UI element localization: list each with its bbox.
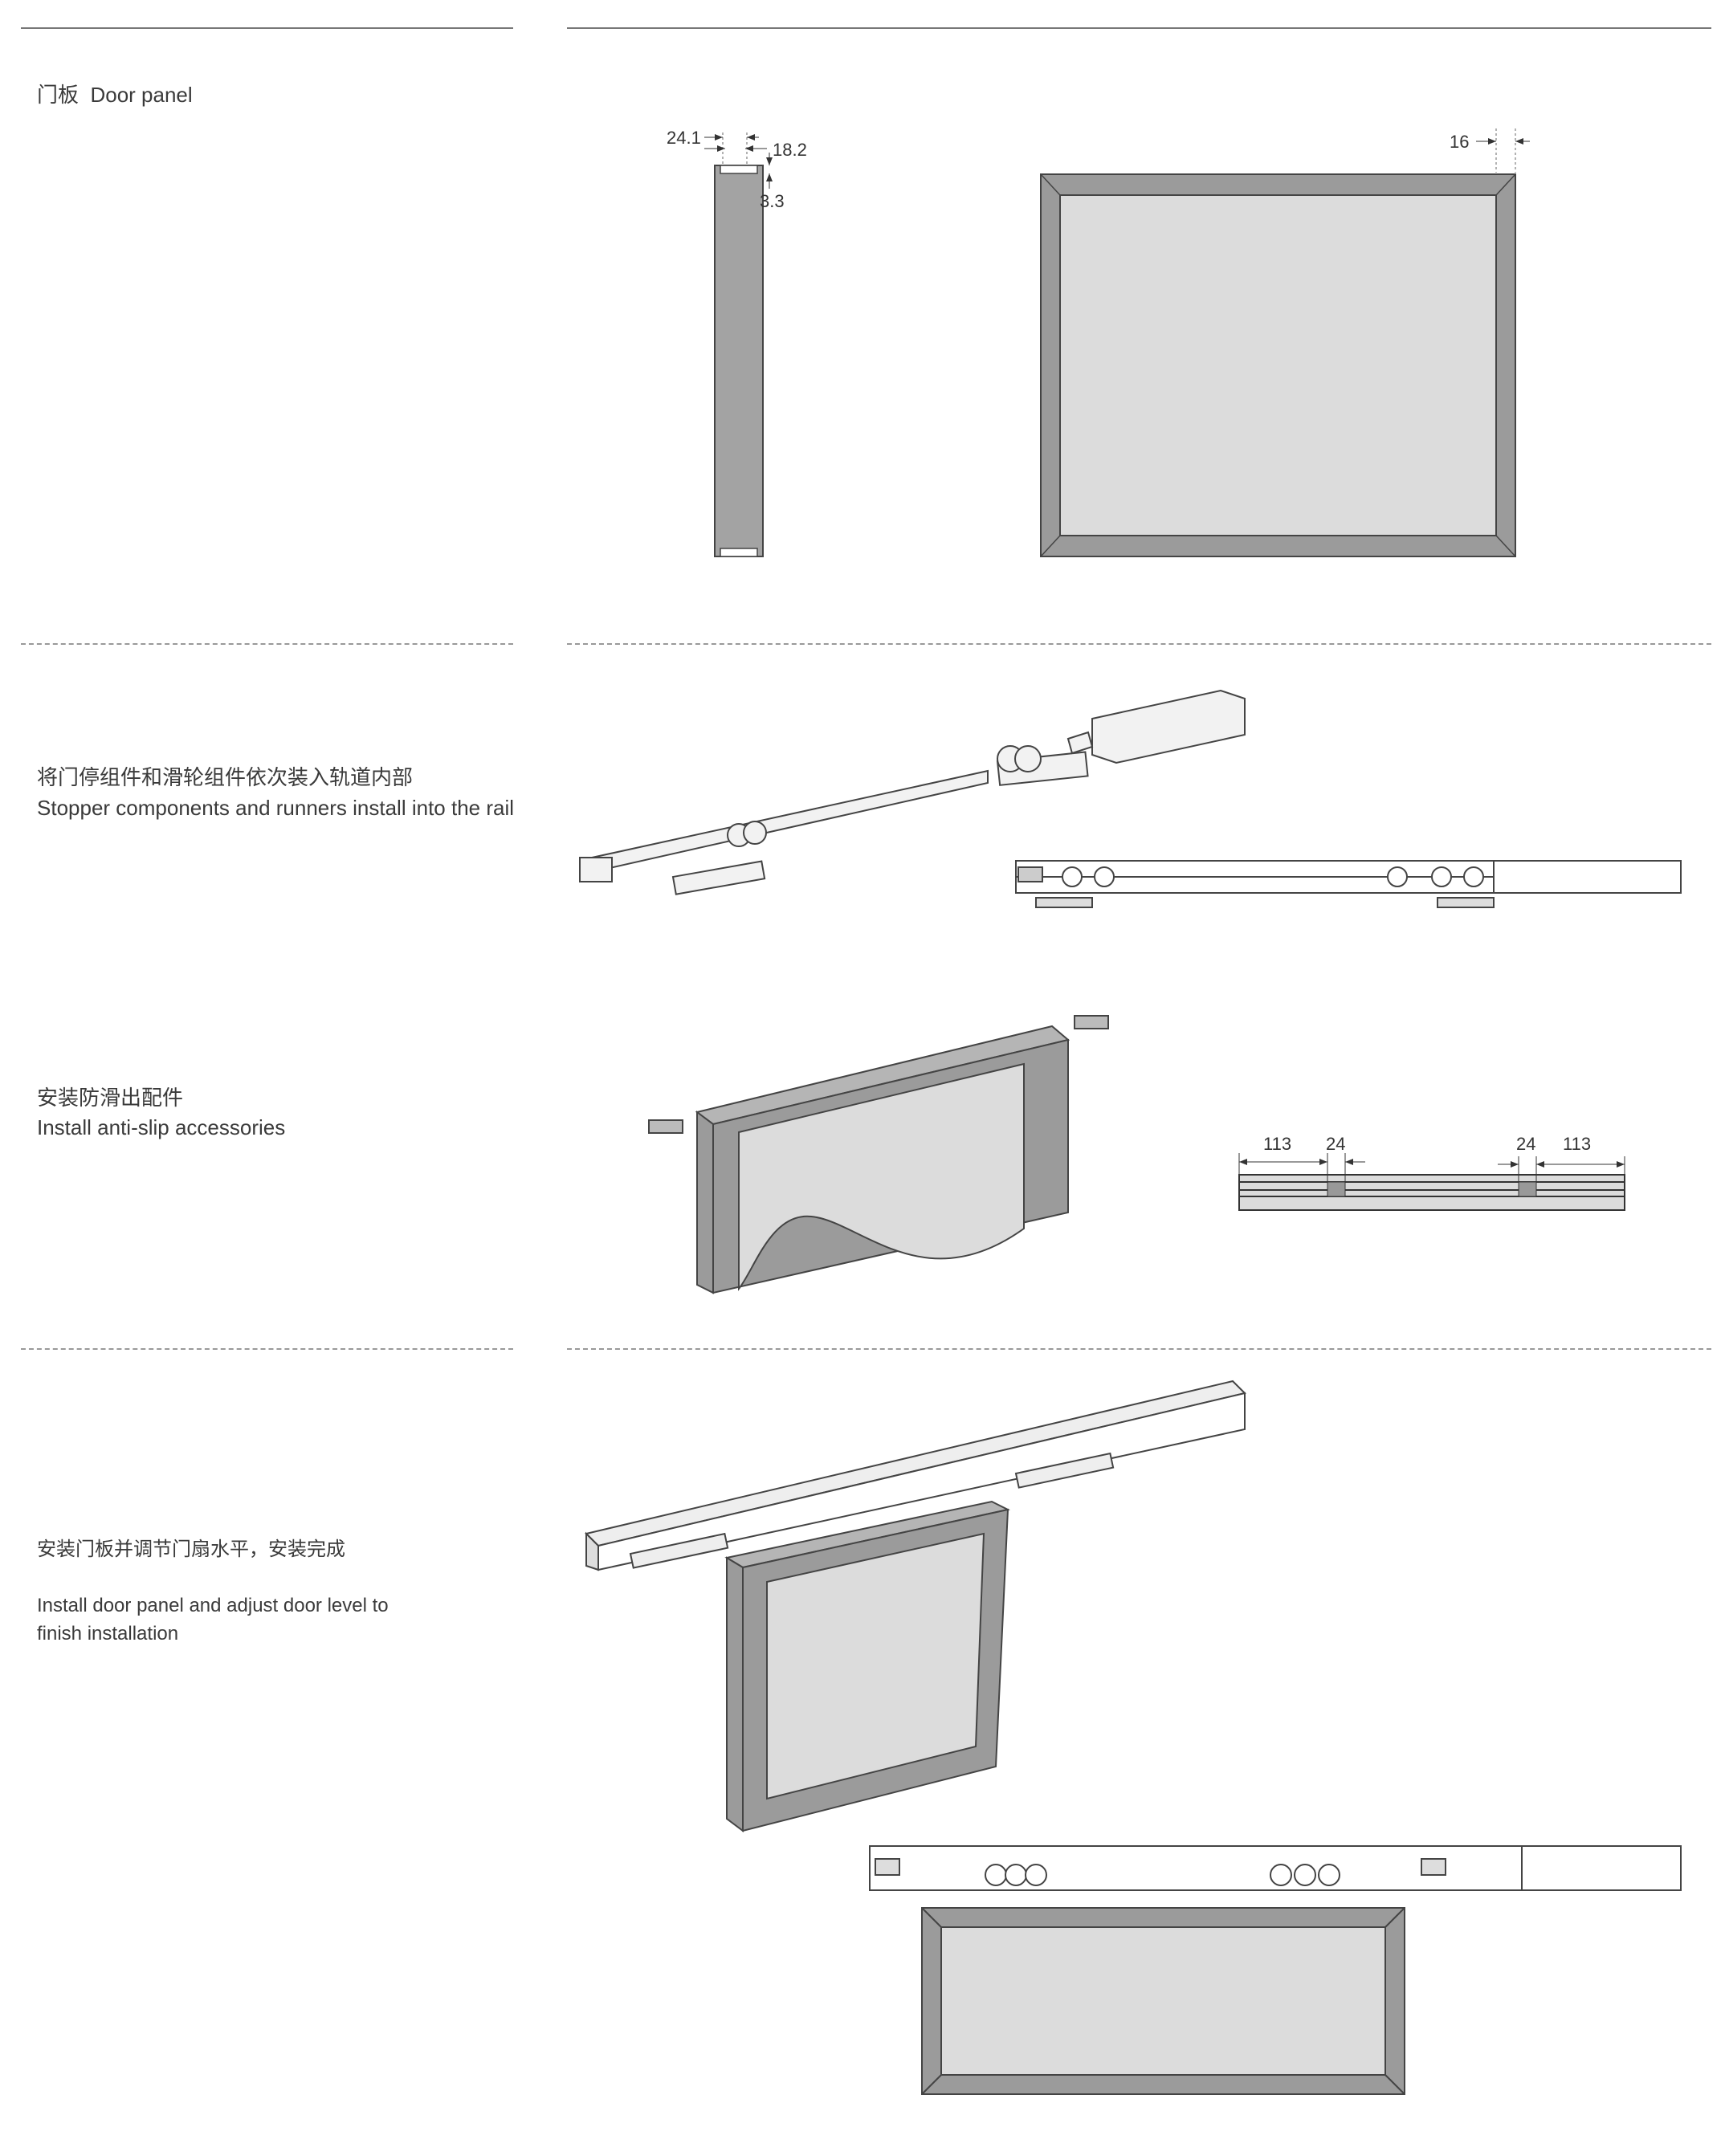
divider-right-1 xyxy=(567,643,1711,645)
divider-left-top xyxy=(21,27,513,29)
dim-24-right: 24 xyxy=(1516,1134,1535,1154)
section-3-title-cn: 安装防滑出配件 xyxy=(37,1086,184,1110)
divider-right-top xyxy=(567,27,1711,29)
anti-slip-door-illustration xyxy=(648,1015,1109,1294)
anti-slip-dimension-diagram: 113 24 24 113 xyxy=(1238,1134,1625,1211)
installed-door-isometric xyxy=(585,1380,1246,1832)
dim-24-1: 24.1 xyxy=(667,128,701,148)
divider-left-2 xyxy=(21,1348,513,1350)
divider-right-2 xyxy=(567,1348,1711,1350)
title-en: Door panel xyxy=(90,83,193,107)
section-4-title-en-2: finish installation xyxy=(37,1623,179,1645)
dim-16: 16 xyxy=(1450,132,1469,152)
divider-left-1 xyxy=(21,643,513,645)
section-door-panel-title: 门板 Door panel xyxy=(37,80,193,109)
section-4-title-en-1: Install door panel and adjust door level… xyxy=(37,1595,389,1616)
title-cn: 门板 xyxy=(37,83,80,107)
section-3-title-en: Install anti-slip accessories xyxy=(37,1115,286,1139)
installed-door-front-view xyxy=(869,1845,1682,2095)
section-4-title-cn: 安装门板并调节门扇水平，安装完成 xyxy=(37,1539,345,1560)
dim-18-2: 18.2 xyxy=(773,140,807,160)
door-panel-side-profile: 24.1 18.2 3.3 xyxy=(667,128,807,557)
dim-113-right: 113 xyxy=(1563,1134,1591,1154)
dim-113-left: 113 xyxy=(1263,1134,1291,1154)
rail-components-exploded xyxy=(579,689,1246,895)
section-2-title-en: Stopper components and runners install i… xyxy=(37,796,515,820)
door-panel-front-view: 16 xyxy=(1040,128,1530,557)
dim-3-3: 3.3 xyxy=(760,191,785,211)
dim-24-left: 24 xyxy=(1326,1134,1345,1154)
section-2-title-cn: 将门停组件和滑轮组件依次装入轨道内部 xyxy=(37,765,414,789)
rail-components-side-view xyxy=(1015,860,1682,908)
